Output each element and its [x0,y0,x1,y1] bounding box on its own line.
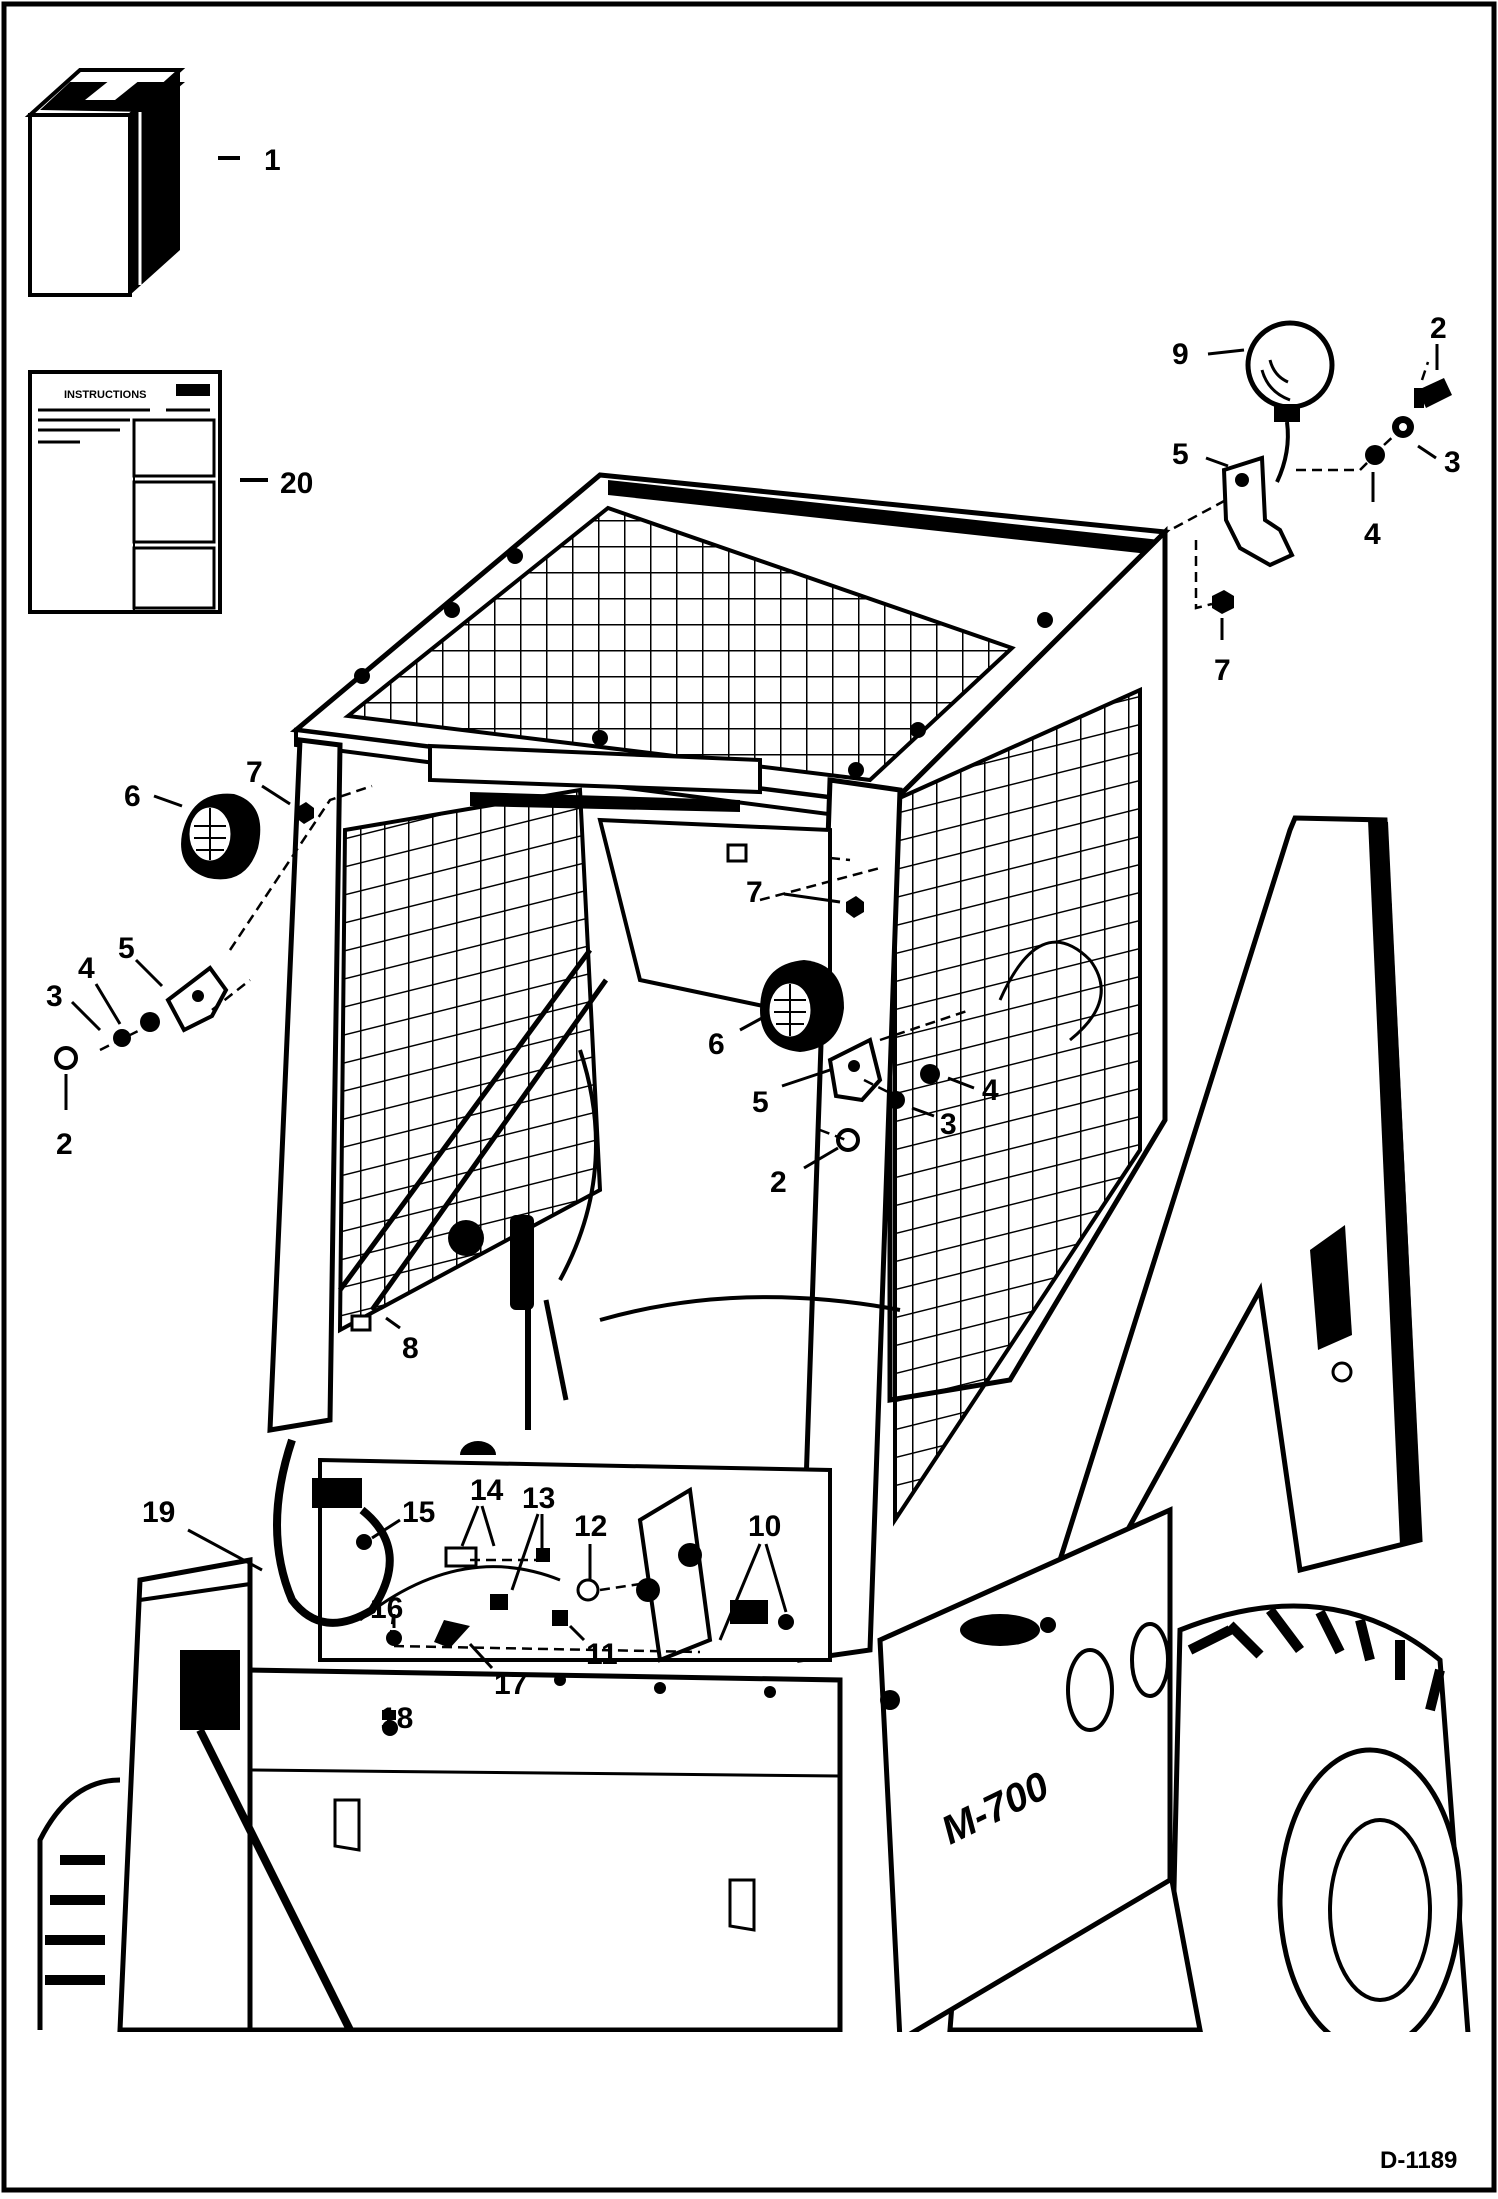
callout-part-14: 14 [470,1474,504,1507]
operator-manual-box [24,68,186,297]
callout-top-washer: 4 [1364,518,1381,551]
callout-left-nut: 7 [246,756,263,789]
leader-line [480,1505,496,1547]
leader-line [460,1505,480,1547]
callout-part-18: 18 [380,1702,413,1735]
leader-line [781,1068,831,1088]
leader-line [1207,348,1245,356]
callout-part-10: 10 [748,1510,781,1543]
leader-line [1205,456,1229,468]
callout-top-lockwasher: 3 [1444,446,1461,479]
callout-top-nut: 7 [1214,654,1231,687]
callout-part-13: 13 [522,1482,555,1515]
dashed-leader [388,1558,701,1654]
callout-left-light: 6 [124,780,141,813]
front-body: M-700 [37,1438,1173,2045]
callout-center-washer: 4 [982,1074,999,1107]
leader-line [153,794,183,808]
callout-center-bolt: 2 [770,1166,787,1199]
cab-frame [267,525,1168,1663]
leader-line [70,1000,102,1032]
center-light-assembly [760,896,1103,1152]
leader-line [764,1543,788,1613]
drawing-id: D-1189 [1380,2147,1457,2174]
dashed-leader [99,784,373,1052]
leader-line [911,1106,935,1118]
leader-line [468,1642,494,1670]
callout-center-lockwasher: 3 [940,1108,957,1141]
callout-top-bolt: 2 [1430,312,1447,345]
leader-line [385,1316,401,1330]
leader-line [371,1518,401,1540]
callout-part-12: 12 [574,1510,607,1543]
bottom-margin [8,2032,1490,2186]
callout-part-15: 15 [402,1496,435,1529]
callout-left-bracket: 5 [118,932,135,965]
callout-center-light: 6 [708,1028,725,1061]
sheet-heading: INSTRUCTIONS [64,389,147,401]
leader-line [718,1543,762,1641]
dashed-leader [1173,361,1430,610]
callout-decal-8: 8 [402,1332,419,1365]
callout-left-bolt: 2 [56,1128,73,1161]
callout-part-11: 11 [586,1638,618,1671]
left-light-assembly [54,793,314,1070]
leader-line [803,1146,839,1170]
interior-parts [350,1314,794,1720]
cab-roof [290,472,1171,825]
leader-line [261,784,291,806]
callout-wire-19: 19 [142,1496,175,1529]
leader-line [94,983,122,1025]
leader-line [1417,444,1437,460]
lift-arm [1056,815,1423,1584]
callout-left-lockwasher: 3 [46,980,63,1013]
leader-line [739,1016,763,1032]
leader-line [568,1624,586,1642]
callout-left-washer: 4 [78,952,95,985]
callout-center-bracket: 5 [752,1086,769,1119]
leader-line [947,1076,975,1090]
callout-instructions-sheet: 20 [280,467,313,500]
callout-center-nut: 7 [746,876,763,909]
leader-line [783,892,841,904]
callout-part-17: 17 [494,1668,527,1701]
callout-top-light: 9 [1172,338,1189,371]
leader-line [187,1528,263,1572]
dashed-leader [759,856,971,1142]
instructions-sheet: INSTRUCTIONS [28,370,222,614]
callout-top-bracket: 5 [1172,438,1189,471]
callout-part-16: 16 [370,1592,403,1625]
callout-manual-box: 1 [264,144,281,177]
top-right-light-assembly [1212,320,1452,614]
leader-line [134,958,164,988]
leader-line [510,1513,540,1591]
